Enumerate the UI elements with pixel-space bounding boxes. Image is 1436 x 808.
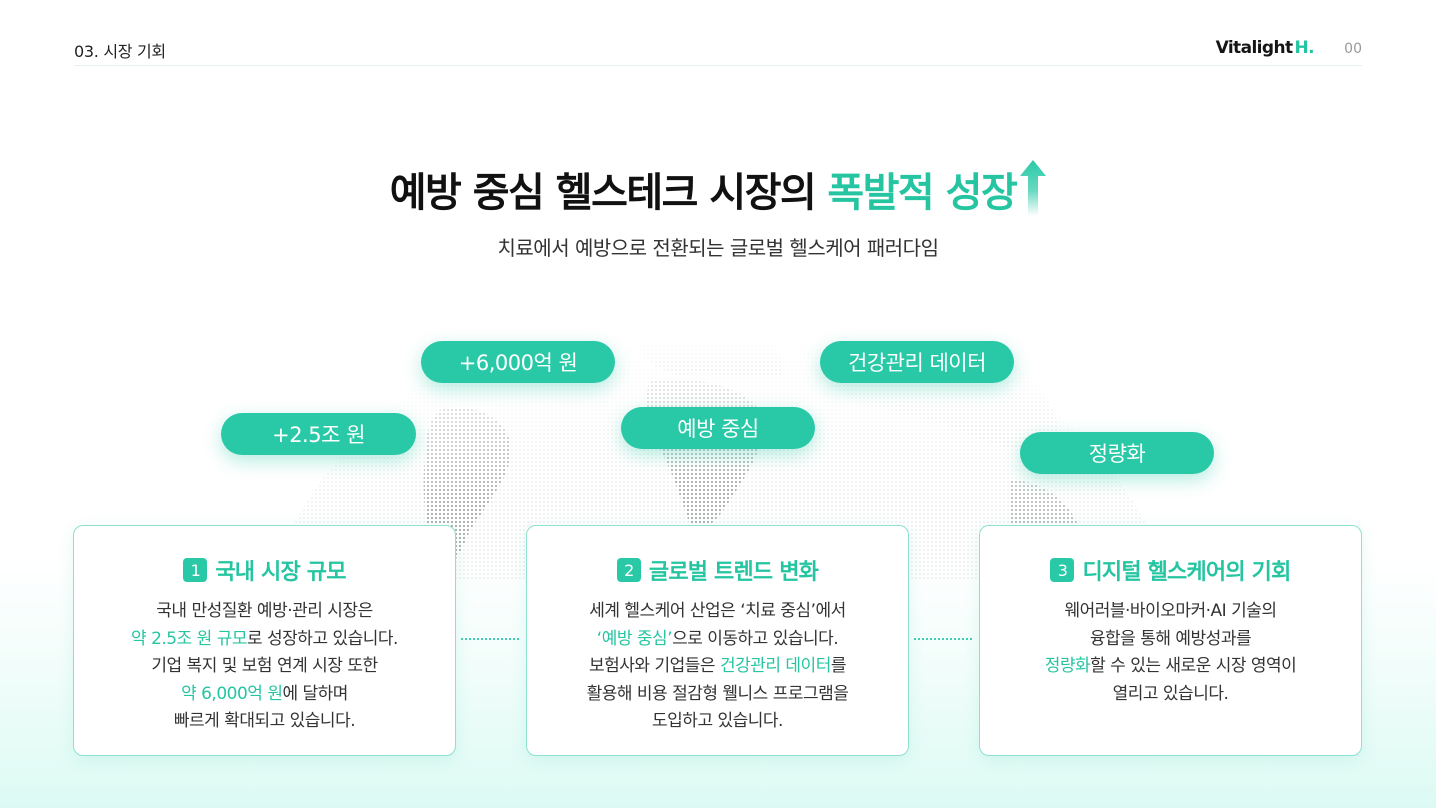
number-badge: 1	[183, 558, 208, 582]
card-line: 빠르게 확대되고 있습니다.	[173, 711, 356, 731]
title-main: 예방 중심 헬스테크 시장의	[389, 170, 817, 216]
card-line: 약 6,000억 원에 달하며	[181, 683, 348, 704]
card-line: 약 2.5조 원 규모로 성장하고 있습니다.	[131, 628, 398, 649]
arrow-up-icon	[1020, 160, 1047, 216]
number-badge: 3	[1050, 558, 1075, 582]
card-line: 보험사와 기업들은 건강관리 데이터를	[589, 656, 846, 676]
card-digital-opportunity: 3 디지털 헬스케어의 기회 웨어러블·바이오마커·AI 기술의 융합을 통해 …	[979, 525, 1362, 756]
card-global-trend: 2 글로벌 트렌드 변화 세계 헬스케어 산업은 ‘치료 중심’에서 ‘예방 중…	[526, 525, 909, 756]
card-line: 도입하고 있습니다.	[652, 711, 783, 731]
brand-accent: H.	[1294, 38, 1315, 58]
card-body: 세계 헬스케어 산업은 ‘치료 중심’에서 ‘예방 중심’으로 이동하고 있습니…	[527, 598, 908, 736]
card-title: 1 국내 시장 규모	[74, 554, 455, 586]
section-label: 03. 시장 기회	[74, 42, 166, 61]
card-title-text: 글로벌 트렌드 변화	[648, 560, 819, 585]
card-line: 웨어러블·바이오마커·AI 기술의	[1064, 601, 1277, 621]
dotted-connector	[461, 638, 519, 640]
map-tag-quantification: 정량화	[1020, 432, 1214, 474]
page-title: 예방 중심 헬스테크 시장의 폭발적 성장	[390, 160, 1047, 218]
card-line: ‘예방 중심’으로 이동하고 있습니다.	[596, 628, 839, 649]
card-body: 웨어러블·바이오마커·AI 기술의 융합을 통해 예방성과를 정량화할 수 있는…	[980, 598, 1361, 708]
card-line: 활용해 비용 절감형 웰니스 프로그램을	[586, 683, 849, 704]
card-title: 2 글로벌 트렌드 변화	[527, 554, 908, 586]
card-title: 3 디지털 헬스케어의 기회	[980, 554, 1361, 586]
hero: 예방 중심 헬스테크 시장의 폭발적 성장	[0, 160, 1436, 218]
card-line: 열리고 있습니다.	[1112, 683, 1229, 704]
page-number: 00	[1344, 41, 1362, 57]
map-tag-prevention: 예방 중심	[621, 407, 815, 449]
card-line: 정량화할 수 있는 새로운 시장 영역이	[1044, 656, 1297, 676]
page-subtitle: 치료에서 예방으로 전환되는 글로벌 헬스케어 패러다임	[497, 236, 940, 260]
card-title-text: 디지털 헬스케어의 기회	[1082, 560, 1291, 585]
card-line: 국내 만성질환 예방·관리 시장은	[156, 601, 373, 621]
map-tag-market-size: +2.5조 원	[221, 413, 416, 455]
card-body: 국내 만성질환 예방·관리 시장은 약 2.5조 원 규모로 성장하고 있습니다…	[74, 598, 455, 736]
map-tag-corporate-market: +6,000억 원	[421, 341, 615, 383]
card-line: 세계 헬스케어 산업은 ‘치료 중심’에서	[589, 601, 846, 621]
card-line: 융합을 통해 예방성과를	[1089, 628, 1252, 649]
card-domestic-market: 1 국내 시장 규모 국내 만성질환 예방·관리 시장은 약 2.5조 원 규모…	[73, 525, 456, 756]
number-badge: 2	[616, 558, 641, 582]
card-line: 기업 복지 및 보험 연계 시장 또한	[151, 656, 378, 676]
card-title-text: 국내 시장 규모	[215, 560, 346, 585]
dotted-connector	[914, 638, 972, 640]
brand-name: Vitalight	[1215, 38, 1294, 58]
title-highlight: 폭발적 성장	[827, 170, 1017, 216]
map-tag-health-data: 건강관리 데이터	[820, 341, 1014, 383]
